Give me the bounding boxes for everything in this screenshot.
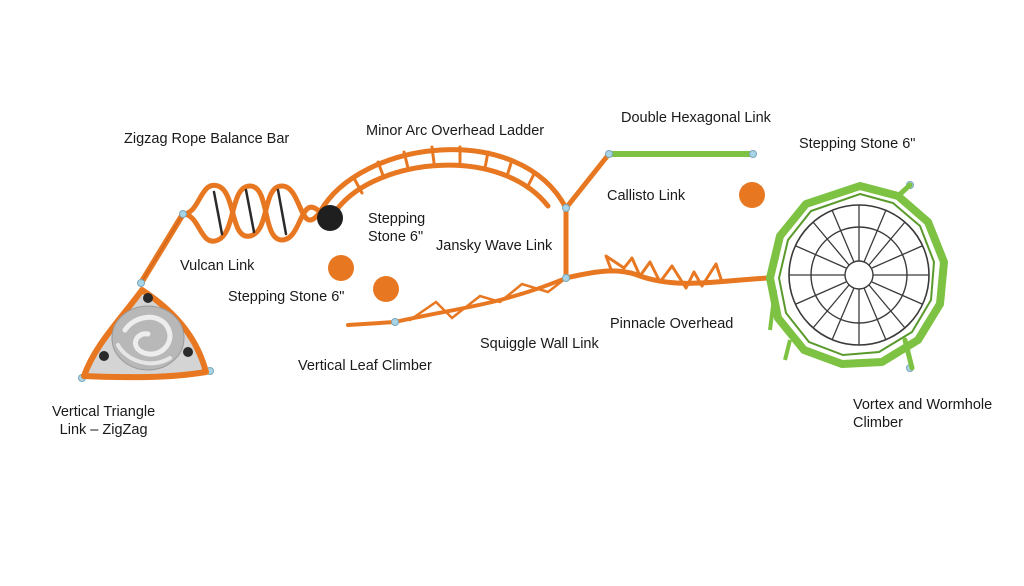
vulcan-link <box>138 211 186 286</box>
vortex-and-wormhole-climber <box>766 182 948 371</box>
stepping-stone-1 <box>328 255 354 281</box>
minor-arc-overhead-ladder <box>317 145 569 215</box>
callisto-link <box>563 151 612 211</box>
label-vulcan-link: Vulcan Link <box>180 258 255 274</box>
label-vertical-triangle-link-zigzag: Vertical Triangle Link – ZigZag <box>52 404 156 438</box>
label-double-hexagonal-link: Double Hexagonal Link <box>621 110 771 126</box>
label-vortex-and-wormhole-climber: Vortex and Wormhole Climber <box>853 397 993 431</box>
black-stepping-stone <box>317 205 343 231</box>
squiggle-wall-link <box>393 276 568 324</box>
vertical-leaf-climber <box>346 320 397 327</box>
zigzag-rope-balance-bar <box>180 182 323 244</box>
label-squiggle-wall-link: Squiggle Wall Link <box>480 336 599 352</box>
stepping-stone-2 <box>373 276 399 302</box>
stepping-stone-3 <box>739 182 765 208</box>
label-minor-arc-overhead-ladder: Minor Arc Overhead Ladder <box>366 123 545 139</box>
label-stepping-stone-left: Stepping Stone 6" <box>228 289 345 305</box>
label-vertical-leaf-climber: Vertical Leaf Climber <box>298 358 432 374</box>
label-stepping-stone-center: Stepping Stone 6" <box>368 211 426 245</box>
vertical-triangle-link-zigzag <box>81 287 209 381</box>
label-zigzag-rope-balance-bar: Zigzag Rope Balance Bar <box>124 131 290 147</box>
label-stepping-stone-top-right: Stepping Stone 6" <box>799 136 916 152</box>
label-callisto-link: Callisto Link <box>607 188 686 204</box>
label-pinnacle-overhead: Pinnacle Overhead <box>610 316 734 332</box>
label-jansky-wave-link: Jansky Wave Link <box>436 238 553 254</box>
pinnacle-overhead <box>563 254 773 290</box>
